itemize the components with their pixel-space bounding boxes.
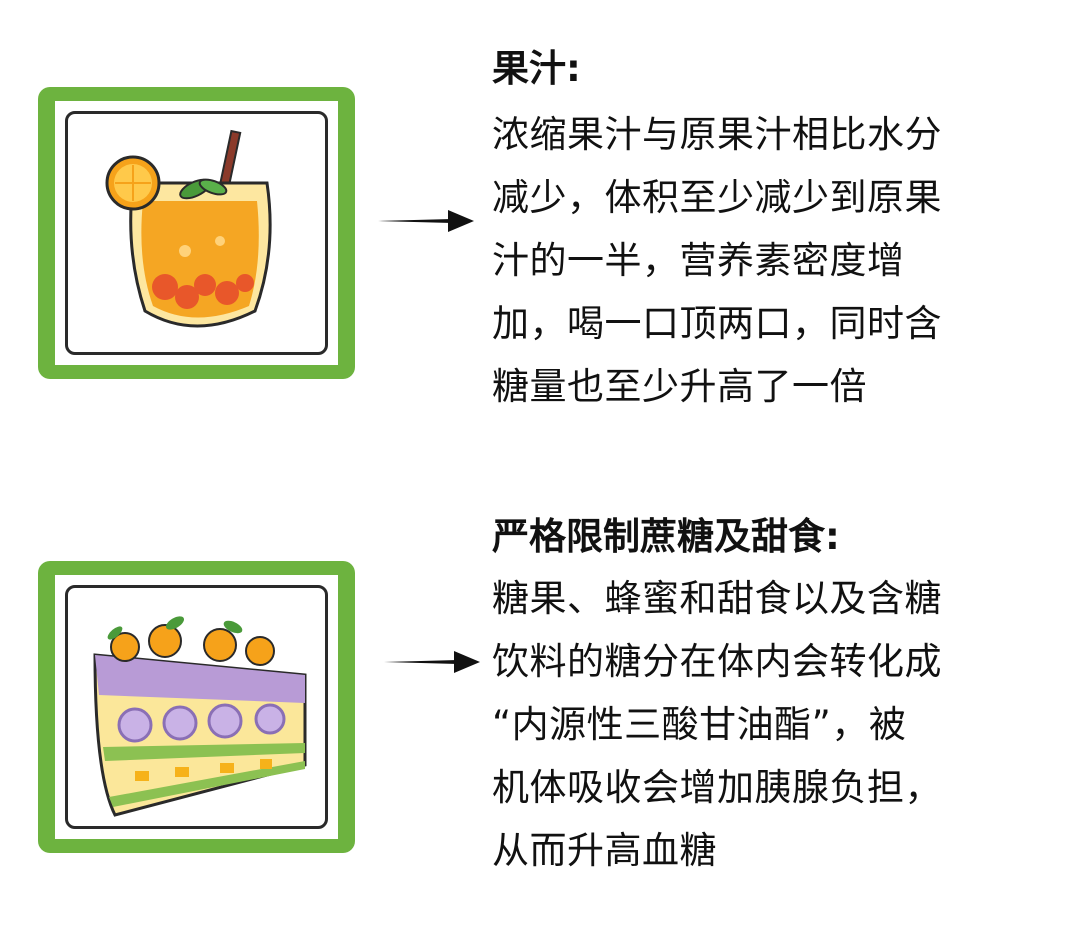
- sugar-heading: 严格限制蔗糖及甜食:: [492, 515, 840, 558]
- arrow-right-icon: [384, 651, 480, 673]
- paragraph-line: 加，喝一口顶两口，同时含: [492, 302, 942, 345]
- juice-text-block: 果汁: 浓缩果汁与原果汁相比水分 减少，体积至少减少到原果 汁的一半，营养素密度…: [492, 47, 1032, 418]
- arrow-right-icon: [378, 210, 474, 232]
- paragraph-line: 机体吸收会增加胰腺负担，: [492, 766, 942, 809]
- juice-heading: 果汁:: [492, 47, 581, 90]
- paragraph-line: 饮料的糖分在体内会转化成: [492, 640, 942, 683]
- paragraph-line: 从而升高血糖: [492, 829, 717, 872]
- sugar-paragraph: 糖果、蜂蜜和甜食以及含糖 饮料的糖分在体内会转化成 “内源性三酸甘油酯”，被 机…: [492, 567, 1032, 882]
- paragraph-line: 糖量也至少升高了一倍: [492, 365, 867, 408]
- paragraph-line: “内源性三酸甘油酯”，被: [492, 703, 907, 746]
- paragraph-line: 减少，体积至少减少到原果: [492, 176, 942, 219]
- paragraph-line: 汁的一半，营养素密度增: [492, 239, 905, 282]
- fruit-cake-slice-icon: [93, 616, 307, 817]
- cake-image-frame: [38, 561, 355, 853]
- sugar-text-block: 严格限制蔗糖及甜食: 糖果、蜂蜜和甜食以及含糖 饮料的糖分在体内会转化成 “内源…: [492, 515, 1032, 882]
- juice-paragraph: 浓缩果汁与原果汁相比水分 减少，体积至少减少到原果 汁的一半，营养素密度增 加，…: [492, 103, 1032, 418]
- orange-juice-glass-icon: [105, 129, 272, 328]
- juice-image-frame: [38, 87, 355, 379]
- paragraph-line: 糖果、蜂蜜和甜食以及含糖: [492, 577, 942, 620]
- paragraph-line: 浓缩果汁与原果汁相比水分: [492, 113, 942, 156]
